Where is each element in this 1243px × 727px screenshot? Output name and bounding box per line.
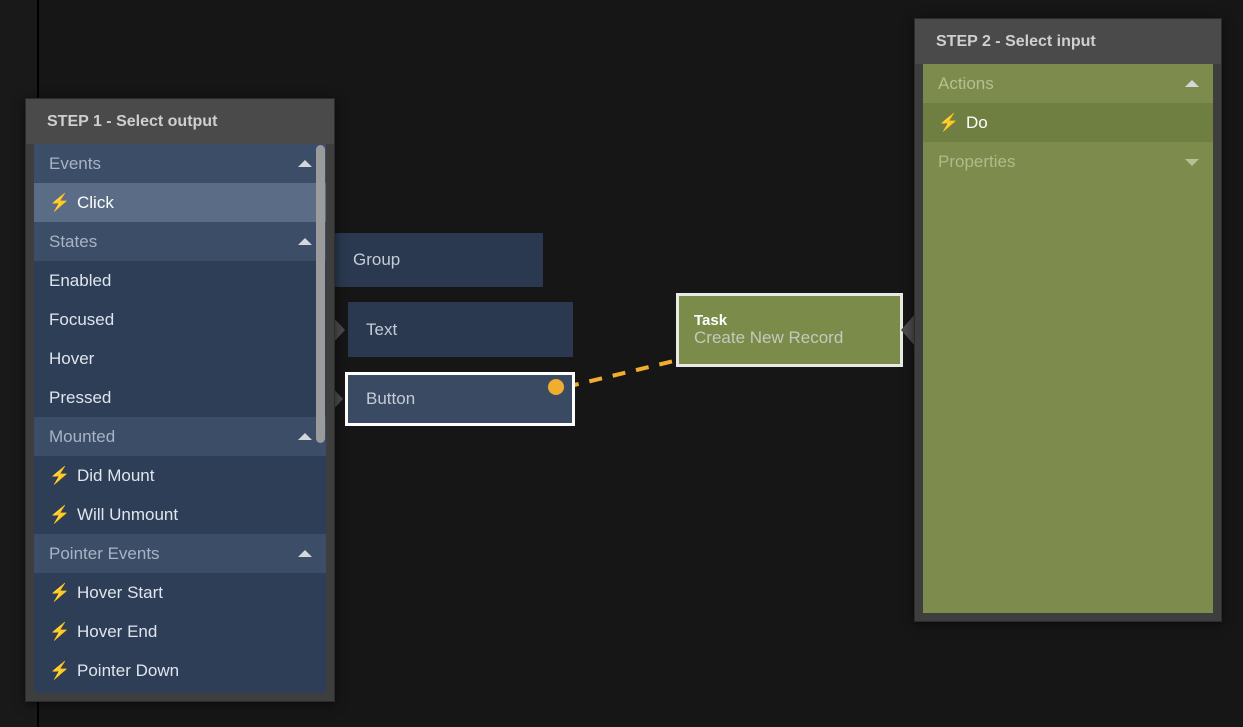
node-task-output-connector[interactable] <box>901 314 915 346</box>
node-group[interactable]: Group <box>335 233 543 287</box>
step2-item-do[interactable]: ⚡ Do <box>923 103 1213 142</box>
step2-section-actions-label: Actions <box>938 73 994 93</box>
step1-item-pointer-down[interactable]: ⚡ Pointer Down <box>34 651 326 690</box>
step1-scrollbar[interactable] <box>316 144 326 693</box>
lightning-bolt-icon: ⚡ <box>938 113 960 132</box>
node-task-subtitle: Create New Record <box>694 328 844 348</box>
lightning-bolt-icon: ⚡ <box>49 193 71 212</box>
step1-item-did-mount-label: Did Mount <box>77 465 155 485</box>
lightning-bolt-icon: ⚡ <box>49 466 71 485</box>
step2-list[interactable]: Actions ⚡ Do Properties <box>923 64 1213 613</box>
lightning-bolt-icon: ⚡ <box>49 661 71 680</box>
step1-item-pressed[interactable]: Pressed <box>34 378 326 417</box>
step2-section-properties-label: Properties <box>938 151 1016 171</box>
node-text-input-connector[interactable] <box>332 316 345 344</box>
step1-item-hover-start[interactable]: ⚡ Hover Start <box>34 573 326 612</box>
chevron-up-icon[interactable] <box>1185 79 1199 87</box>
step1-item-click[interactable]: ⚡ Click <box>34 183 326 222</box>
step1-section-states-label: States <box>49 231 98 251</box>
step1-item-pressed-label: Pressed <box>49 387 112 407</box>
step2-panel[interactable]: STEP 2 - Select input Actions ⚡ Do Prope… <box>914 18 1222 622</box>
chevron-up-icon[interactable] <box>298 432 312 440</box>
step1-section-mounted-label: Mounted <box>49 426 116 446</box>
step2-section-actions[interactable]: Actions <box>923 64 1213 103</box>
node-text[interactable]: Text <box>348 302 573 357</box>
step1-item-click-label: Click <box>77 192 114 212</box>
step2-title: STEP 2 - Select input <box>915 19 1221 64</box>
chevron-up-icon[interactable] <box>298 549 312 557</box>
step1-scrollbar-thumb[interactable] <box>316 145 325 443</box>
node-text-label: Text <box>366 319 398 339</box>
step1-item-focused-label: Focused <box>49 309 115 329</box>
node-button[interactable]: Button <box>345 372 575 426</box>
step2-section-properties[interactable]: Properties <box>923 142 1213 181</box>
step1-item-enabled[interactable]: Enabled <box>34 261 326 300</box>
step1-item-hover-end[interactable]: ⚡ Hover End <box>34 612 326 651</box>
node-task[interactable]: Task Create New Record <box>676 293 903 367</box>
step1-section-events[interactable]: Events <box>34 144 326 183</box>
step1-item-hover-end-label: Hover End <box>77 621 158 641</box>
node-group-label: Group <box>353 250 401 269</box>
step1-section-pointer-events[interactable]: Pointer Events <box>34 534 326 573</box>
step1-item-hover-start-label: Hover Start <box>77 582 163 602</box>
step1-section-pointer-events-label: Pointer Events <box>49 543 160 563</box>
step1-list-body[interactable]: Events ⚡ Click States Enabled Focused Ho… <box>34 144 326 693</box>
node-button-label: Button <box>366 389 416 408</box>
step1-item-pointer-down-label: Pointer Down <box>77 660 180 680</box>
step1-panel[interactable]: STEP 1 - Select output Events ⚡ Click St… <box>25 98 335 702</box>
step1-section-states[interactable]: States <box>34 222 326 261</box>
lightning-bolt-icon: ⚡ <box>49 583 71 602</box>
step1-item-hover-label: Hover <box>49 348 95 368</box>
lightning-bolt-icon: ⚡ <box>49 622 71 641</box>
step1-section-events-label: Events <box>49 153 101 173</box>
step1-list[interactable]: Events ⚡ Click States Enabled Focused Ho… <box>34 144 326 693</box>
step1-item-did-mount[interactable]: ⚡ Did Mount <box>34 456 326 495</box>
step1-section-mounted[interactable]: Mounted <box>34 417 326 456</box>
step1-title: STEP 1 - Select output <box>26 99 334 144</box>
step1-item-hover[interactable]: Hover <box>34 339 326 378</box>
step2-list-body[interactable]: Actions ⚡ Do Properties <box>923 64 1213 613</box>
lightning-bolt-icon: ⚡ <box>49 505 71 524</box>
step1-item-will-unmount[interactable]: ⚡ Will Unmount <box>34 495 326 534</box>
node-button-output-port[interactable] <box>548 379 564 395</box>
step1-item-enabled-label: Enabled <box>49 270 112 290</box>
chevron-down-icon[interactable] <box>1185 158 1199 166</box>
node-task-title: Task <box>694 312 728 330</box>
chevron-up-icon[interactable] <box>298 237 312 245</box>
chevron-up-icon[interactable] <box>298 159 312 167</box>
step1-item-focused[interactable]: Focused <box>34 300 326 339</box>
step1-item-will-unmount-label: Will Unmount <box>77 504 179 524</box>
step2-item-do-label: Do <box>966 112 988 132</box>
